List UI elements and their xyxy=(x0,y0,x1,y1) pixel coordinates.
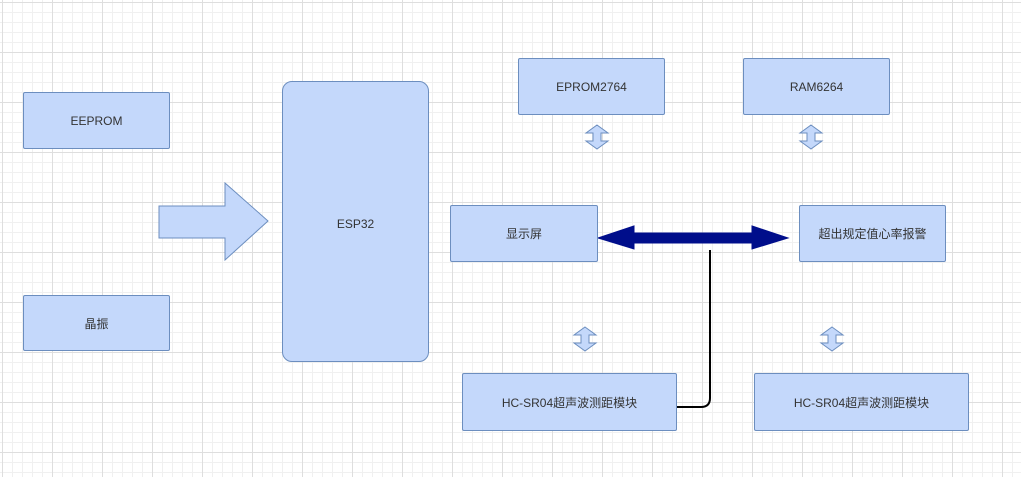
double-arrow-display xyxy=(572,326,598,352)
double-arrow-ram xyxy=(798,124,824,150)
node-eprom2764-label: EPROM2764 xyxy=(556,79,627,94)
double-arrow-alarm xyxy=(819,326,845,352)
node-crystal[interactable]: 晶振 xyxy=(23,295,170,351)
double-arrow-eprom xyxy=(584,124,610,150)
node-crystal-label: 晶振 xyxy=(84,316,109,331)
node-hcsr04-right[interactable]: HC-SR04超声波测距模块 xyxy=(754,373,969,431)
node-alarm-label: 超出规定值心率报警 xyxy=(818,227,927,241)
node-hcsr04-right-label: HC-SR04超声波测距模块 xyxy=(793,395,930,410)
node-esp32-label: ESP32 xyxy=(336,217,375,231)
node-hcsr04-left-label: HC-SR04超声波测距模块 xyxy=(501,395,638,410)
node-display[interactable]: 显示屏 xyxy=(450,205,598,262)
node-eeprom-label: EEPROM xyxy=(70,113,123,128)
node-hcsr04-left[interactable]: HC-SR04超声波测距模块 xyxy=(462,373,677,431)
node-eprom2764[interactable]: EPROM2764 xyxy=(518,58,665,115)
input-arrow xyxy=(158,181,269,262)
node-alarm[interactable]: 超出规定值心率报警 xyxy=(799,205,946,262)
node-display-label: 显示屏 xyxy=(505,227,542,241)
node-eeprom[interactable]: EEPROM xyxy=(23,92,170,149)
connector-line xyxy=(677,250,711,408)
node-esp32[interactable]: ESP32 xyxy=(282,81,429,362)
node-ram6264-label: RAM6264 xyxy=(789,79,844,94)
node-ram6264[interactable]: RAM6264 xyxy=(743,58,890,115)
bus-arrow xyxy=(596,225,790,250)
